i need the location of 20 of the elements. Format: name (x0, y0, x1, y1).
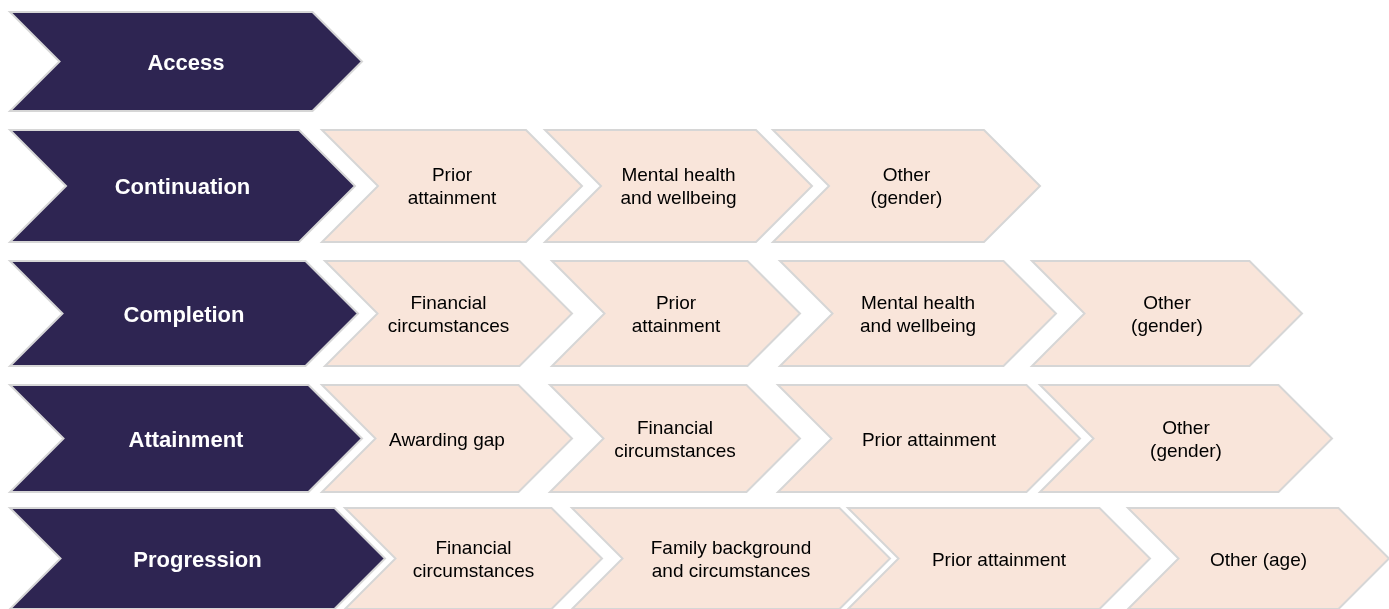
factor-label: Prior attainment (630, 290, 722, 337)
factor-label: Mental health and wellbeing (858, 290, 978, 337)
stage-label: Continuation (113, 174, 252, 198)
stage-label: Attainment (127, 427, 245, 450)
stage-label: Progression (132, 547, 263, 570)
factor-label: Other (gender) (1149, 415, 1223, 462)
factor-label: Family background and circumstances (649, 535, 813, 582)
factor-label: Mental health and wellbeing (619, 163, 738, 209)
factor-label: Other (age) (1208, 547, 1309, 570)
factor-label: Financial circumstances (411, 535, 536, 582)
factor-label: Financial circumstances (386, 290, 511, 337)
factor-label: Awarding gap (388, 427, 506, 450)
factor-label: Financial circumstances (613, 415, 737, 462)
factor-label: Prior attainment (930, 547, 1068, 570)
factor-label: Prior attainment (406, 163, 498, 209)
factor-label: Other (gender) (869, 163, 944, 209)
stage-label: Access (146, 50, 226, 73)
factor-label: Prior attainment (860, 427, 998, 450)
factor-label: Other (gender) (1130, 290, 1204, 337)
stage-label: Completion (122, 302, 246, 325)
